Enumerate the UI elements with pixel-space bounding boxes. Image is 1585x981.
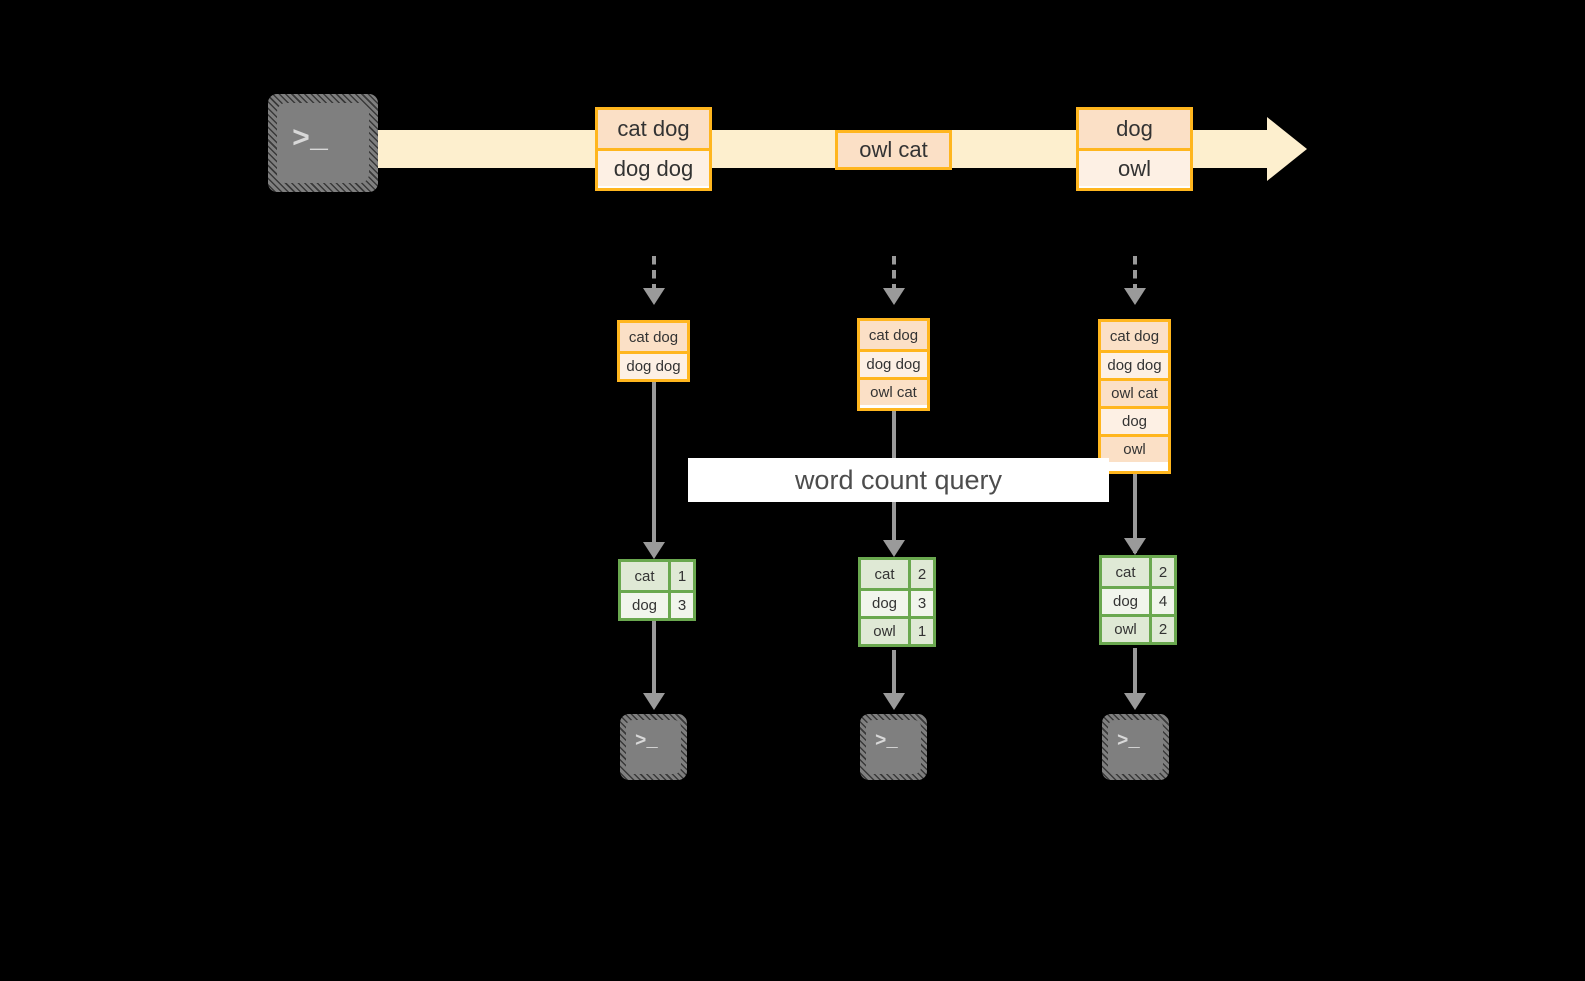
table-row: dog 4 xyxy=(1102,586,1174,614)
state-row: dog xyxy=(1101,406,1168,434)
state-row: dog dog xyxy=(1101,350,1168,378)
word-count-query-label: word count query xyxy=(794,464,1003,495)
table-row: dog 3 xyxy=(621,590,693,618)
producer-terminal-screen: >_ xyxy=(277,103,369,183)
stream-message-3[interactable]: dog owl xyxy=(1076,107,1193,191)
result-word: owl xyxy=(1102,617,1149,642)
snapshot-3-query-arrowhead xyxy=(1124,538,1146,555)
stream-message-row: owl cat xyxy=(838,133,949,167)
snapshot-1-state-box[interactable]: cat dog dog dog xyxy=(617,320,690,382)
table-row: owl 1 xyxy=(861,616,933,644)
result-count: 2 xyxy=(1149,558,1174,586)
state-row: cat dog xyxy=(860,321,927,349)
table-row: owl 2 xyxy=(1102,614,1174,642)
stream-message-row: dog xyxy=(1079,110,1190,148)
result-word: cat xyxy=(621,562,668,590)
snapshot-1-query-arrowhead xyxy=(643,542,665,559)
consumer-terminal-prompt-glyph: >_ xyxy=(875,730,898,752)
state-row: cat dog xyxy=(620,323,687,351)
snapshot-3-consumer-terminal-icon[interactable]: >_ xyxy=(1102,714,1169,780)
table-row: dog 3 xyxy=(861,588,933,616)
snapshot-2-inflow-arrowhead xyxy=(883,288,905,305)
snapshot-3-inflow-line xyxy=(1133,256,1137,290)
snapshot-3-outflow-line xyxy=(1133,648,1137,699)
snapshot-1-query-line xyxy=(652,382,656,554)
result-count: 3 xyxy=(668,593,693,618)
snapshot-3-query-line xyxy=(1133,474,1137,553)
consumer-terminal-prompt-glyph: >_ xyxy=(635,730,658,752)
consumer-terminal-prompt-glyph: >_ xyxy=(1117,730,1140,752)
result-count: 4 xyxy=(1149,589,1174,614)
word-count-query-label-band: word count query xyxy=(688,458,1109,502)
result-word: cat xyxy=(861,560,908,588)
snapshot-2-query-arrowhead xyxy=(883,540,905,557)
table-row: cat 2 xyxy=(861,560,933,588)
snapshot-1-outflow-line xyxy=(652,621,656,699)
stream-message-1[interactable]: cat dog dog dog xyxy=(595,107,712,191)
state-row: cat dog xyxy=(1101,322,1168,350)
producer-terminal-icon[interactable]: >_ xyxy=(268,94,378,192)
snapshot-1-result-table[interactable]: cat 1 dog 3 xyxy=(618,559,696,621)
snapshot-2-state-box[interactable]: cat dog dog dog owl cat xyxy=(857,318,930,411)
snapshot-2-consumer-terminal-icon[interactable]: >_ xyxy=(860,714,927,780)
snapshot-3-inflow-arrowhead xyxy=(1124,288,1146,305)
snapshot-2-inflow-line xyxy=(892,256,896,290)
snapshot-2-outflow-line xyxy=(892,650,896,699)
result-word: dog xyxy=(1102,589,1149,614)
table-row: cat 2 xyxy=(1102,558,1174,586)
result-count: 1 xyxy=(908,619,933,644)
consumer-terminal-screen: >_ xyxy=(1108,720,1163,774)
state-row: owl xyxy=(1101,434,1168,462)
event-stream-arrowhead xyxy=(1267,117,1307,181)
result-word: cat xyxy=(1102,558,1149,586)
snapshot-1-inflow-line xyxy=(652,256,656,290)
state-row: dog dog xyxy=(620,351,687,379)
consumer-terminal-screen: >_ xyxy=(866,720,921,774)
snapshot-3-result-table[interactable]: cat 2 dog 4 owl 2 xyxy=(1099,555,1177,645)
producer-terminal-prompt-glyph: >_ xyxy=(292,123,329,157)
stream-message-row: cat dog xyxy=(598,110,709,148)
stream-message-2[interactable]: owl cat xyxy=(835,130,952,170)
result-word: dog xyxy=(861,591,908,616)
snapshot-2-result-table[interactable]: cat 2 dog 3 owl 1 xyxy=(858,557,936,647)
stream-message-row: dog dog xyxy=(598,148,709,186)
result-count: 2 xyxy=(908,560,933,588)
result-word: owl xyxy=(861,619,908,644)
result-count: 2 xyxy=(1149,617,1174,642)
state-row: dog dog xyxy=(860,349,927,377)
table-row: cat 1 xyxy=(621,562,693,590)
state-row: owl cat xyxy=(1101,378,1168,406)
snapshot-3-state-box[interactable]: cat dog dog dog owl cat dog owl xyxy=(1098,319,1171,474)
state-row: owl cat xyxy=(860,377,927,405)
consumer-terminal-screen: >_ xyxy=(626,720,681,774)
result-count: 3 xyxy=(908,591,933,616)
snapshot-2-outflow-arrowhead xyxy=(883,693,905,710)
snapshot-1-inflow-arrowhead xyxy=(643,288,665,305)
result-count: 1 xyxy=(668,562,693,590)
result-word: dog xyxy=(621,593,668,618)
snapshot-3-outflow-arrowhead xyxy=(1124,693,1146,710)
stream-message-row: owl xyxy=(1079,148,1190,186)
snapshot-1-outflow-arrowhead xyxy=(643,693,665,710)
snapshot-1-consumer-terminal-icon[interactable]: >_ xyxy=(620,714,687,780)
